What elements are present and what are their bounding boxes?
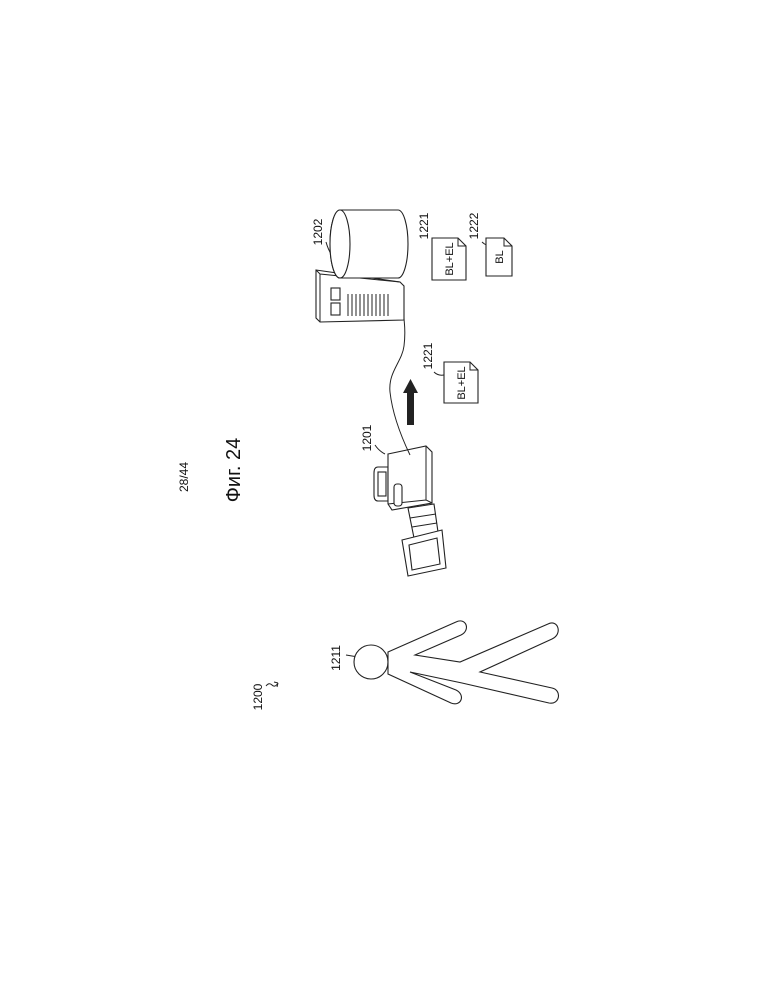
stored-file-2-ref: 1222 xyxy=(467,212,481,239)
person-figure: 1211 xyxy=(329,621,558,704)
camera-handle-grip xyxy=(378,472,386,496)
camera-leader-line xyxy=(375,445,385,454)
system-label: 1200 xyxy=(251,683,265,710)
stored-file-1: 1221 BL+EL xyxy=(417,212,466,280)
camera-ref: 1201 xyxy=(360,424,374,451)
transfer-document: 1221 BL+EL xyxy=(421,342,478,403)
server-drive-bay-1 xyxy=(331,288,340,300)
stored-file-2-label: BL xyxy=(494,250,506,263)
transfer-doc-label: BL+EL xyxy=(456,366,468,399)
upload-arrow xyxy=(403,379,418,425)
transfer-doc-leader xyxy=(434,372,444,375)
stored-file-2: 1222 BL xyxy=(467,212,512,276)
figure-title: Фиг. 24 xyxy=(223,438,245,503)
page-number: 28/44 xyxy=(177,462,191,492)
server-drive-bay-2 xyxy=(331,303,340,315)
server-ref: 1202 xyxy=(311,218,325,245)
camera-microphone xyxy=(394,484,402,506)
stored-file-1-ref: 1221 xyxy=(417,212,431,239)
system-label-group: 1200 xyxy=(251,682,278,710)
server: 1202 xyxy=(311,210,408,322)
person-ref: 1211 xyxy=(329,645,343,671)
person-head xyxy=(354,645,388,679)
transfer-doc-ref: 1221 xyxy=(421,342,435,369)
camera: 1201 xyxy=(360,424,446,576)
arrow-shaft xyxy=(407,393,414,425)
system-leader-squiggle xyxy=(266,682,278,687)
stored-file-1-label: BL+EL xyxy=(444,242,456,275)
arrow-head xyxy=(403,379,418,393)
storage-drum-top xyxy=(330,210,350,278)
person-body xyxy=(388,621,558,704)
